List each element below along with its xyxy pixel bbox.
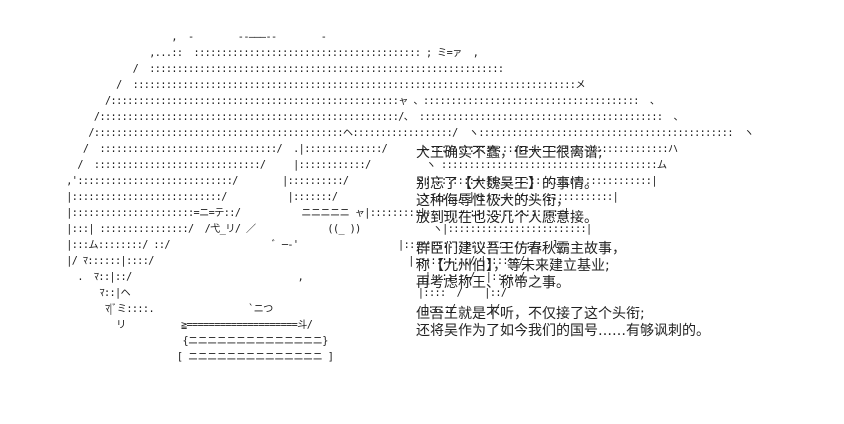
text-line: 再考虑称王、称帝之事。	[416, 275, 570, 291]
paragraph-gap	[416, 292, 836, 306]
text-line: 群臣们建议吾王仿春秋霸主故事，	[416, 241, 626, 257]
paragraph-gap	[416, 162, 836, 176]
text-line: 还将吴作为了如今我们的国号……有够讽刺的。	[416, 323, 710, 339]
narration-text: 大王确实不蠢，但大王很离谱; 别忘了【大魏吴王】的事情。 这种侮辱性极大的头衔，…	[416, 145, 836, 340]
paragraph-gap	[416, 227, 836, 241]
text-line: 这种侮辱性极大的头衔，	[416, 193, 570, 209]
text-line: 放到现在也没几个人愿意接。	[416, 210, 598, 226]
text-line: 但吾王就是不听，不仅接了这个头衔;	[416, 306, 645, 322]
text-line: 大王确实不蠢，但大王很离谱;	[416, 145, 603, 161]
text-line: 称【九州伯】，等未来建立基业;	[416, 258, 610, 274]
text-line: 别忘了【大魏吴王】的事情。	[416, 176, 598, 192]
ascii-art-figure: , - --―――-- - ,...:: :::::::::::::::::::…	[66, 32, 754, 363]
